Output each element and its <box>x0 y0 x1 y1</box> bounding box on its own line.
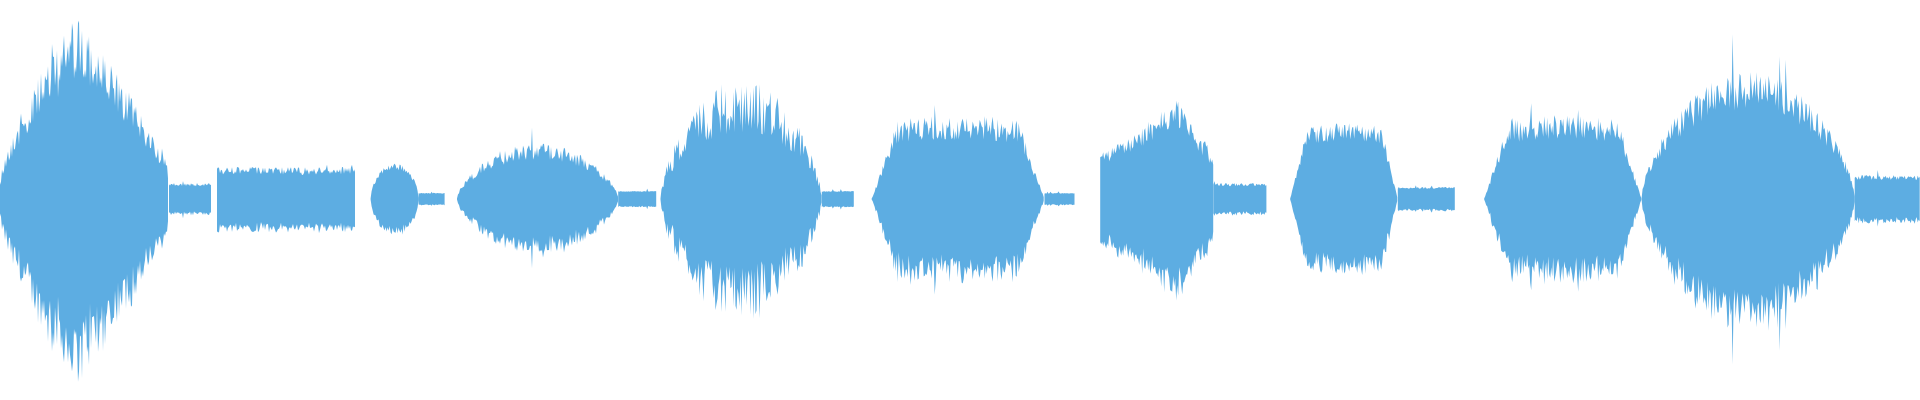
waveform-segment <box>660 84 822 319</box>
waveform-segment <box>1484 103 1642 292</box>
waveform-segment <box>1044 191 1075 207</box>
waveform-segment <box>370 163 419 235</box>
waveform-segment <box>1397 185 1455 213</box>
waveform-segment <box>457 127 618 269</box>
waveform-segment <box>618 188 657 210</box>
waveform-segment <box>1641 34 1855 365</box>
waveform-segment <box>0 20 168 382</box>
waveform-segment <box>217 164 355 234</box>
waveform-segment <box>1290 123 1398 275</box>
waveform-segment <box>871 105 1044 295</box>
waveform-segment <box>1854 170 1920 227</box>
waveform-segment <box>821 189 854 210</box>
waveform-segment <box>418 191 445 206</box>
waveform-segment <box>1100 100 1214 301</box>
waveform-segment <box>169 181 211 219</box>
waveform-segment <box>1213 181 1267 216</box>
